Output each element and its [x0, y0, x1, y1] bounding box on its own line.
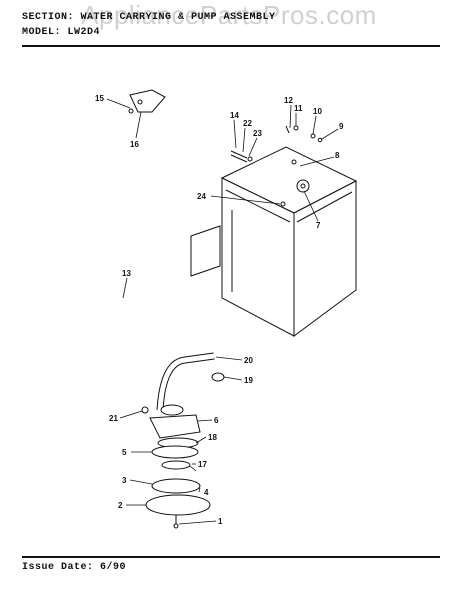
callout-12: 12 — [284, 96, 293, 105]
callout-10: 10 — [313, 107, 322, 116]
callout-3: 3 — [122, 476, 127, 485]
callout-19: 19 — [244, 376, 253, 385]
callout-24: 24 — [197, 192, 206, 201]
issue-date: Issue Date: 6/90 — [22, 562, 127, 573]
callout-1: 1 — [218, 517, 223, 526]
section-title: SECTION: WATER CARRYING & PUMP ASSEMBLY — [22, 12, 276, 23]
callout-21: 21 — [109, 414, 118, 423]
callout-5: 5 — [122, 448, 127, 457]
pump-assembly — [141, 404, 211, 529]
callout-18: 18 — [208, 433, 217, 442]
callout-9: 9 — [339, 122, 344, 131]
callout-22: 22 — [243, 119, 252, 128]
callout-23: 23 — [253, 129, 262, 138]
watermark: AppliancePartsPros.com — [81, 0, 377, 30]
callout-17: 17 — [198, 460, 207, 469]
part-20-hose — [156, 352, 225, 411]
callout-7: 7 — [316, 221, 321, 230]
callout-4: 4 — [204, 488, 209, 497]
callout-20: 20 — [244, 356, 253, 365]
callout-labels: 15 16 14 22 23 12 11 10 9 8 7 24 13 20 1… — [95, 94, 344, 526]
callout-8: 8 — [335, 151, 340, 160]
callout-6: 6 — [214, 416, 219, 425]
part-16-bracket — [128, 89, 166, 114]
cabinet — [190, 146, 358, 337]
header-rule — [22, 45, 440, 47]
callout-13: 13 — [122, 269, 131, 278]
footer-rule — [22, 556, 440, 558]
part-13-hose — [116, 299, 135, 401]
leader-lines — [106, 98, 339, 525]
callout-11: 11 — [294, 104, 303, 113]
callout-14: 14 — [230, 111, 239, 120]
model-label: MODEL: LW2D4 — [22, 27, 101, 38]
callout-16: 16 — [130, 140, 139, 149]
callout-15: 15 — [95, 94, 104, 103]
callout-2: 2 — [118, 501, 123, 510]
